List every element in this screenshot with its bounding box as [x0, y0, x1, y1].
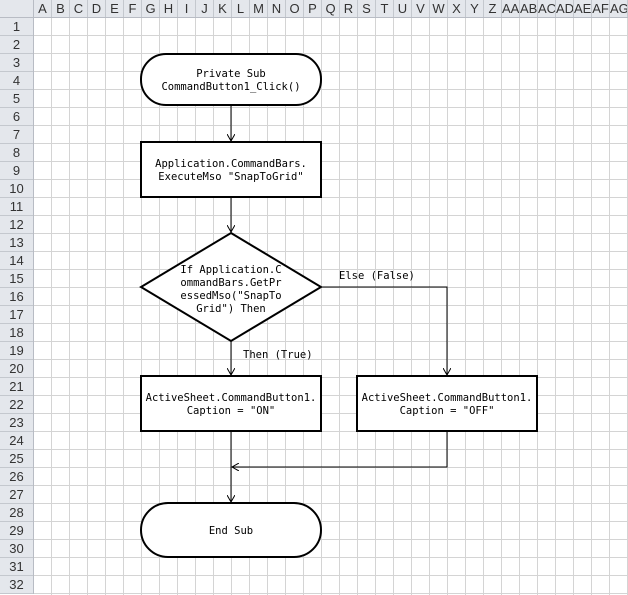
column-header[interactable]: H: [160, 0, 178, 17]
row-header[interactable]: 9: [0, 162, 33, 180]
row-header[interactable]: 2: [0, 36, 33, 54]
row-header[interactable]: 17: [0, 306, 33, 324]
column-header[interactable]: AD: [556, 0, 574, 17]
step1-text: ExecuteMso "SnapToGrid": [158, 171, 303, 183]
row-header[interactable]: 27: [0, 486, 33, 504]
column-header[interactable]: AE: [574, 0, 592, 17]
row-header[interactable]: 22: [0, 396, 33, 414]
then-label: Then (True): [243, 349, 313, 361]
column-header[interactable]: C: [70, 0, 88, 17]
column-header[interactable]: F: [124, 0, 142, 17]
row-header[interactable]: 10: [0, 180, 33, 198]
column-header[interactable]: M: [250, 0, 268, 17]
column-header[interactable]: S: [358, 0, 376, 17]
process-box-off[interactable]: [356, 375, 538, 432]
column-header[interactable]: T: [376, 0, 394, 17]
column-header[interactable]: O: [286, 0, 304, 17]
row-header[interactable]: 26: [0, 468, 33, 486]
connector-arrow[interactable]: [321, 286, 447, 375]
row-header[interactable]: 25: [0, 450, 33, 468]
then-box-text: ActiveSheet.CommandButton1.: [146, 392, 317, 404]
row-header[interactable]: 30: [0, 540, 33, 558]
column-header[interactable]: W: [430, 0, 448, 17]
column-header[interactable]: A: [34, 0, 52, 17]
column-header[interactable]: G: [142, 0, 160, 17]
else-box-text: ActiveSheet.CommandButton1.: [362, 392, 533, 404]
row-header[interactable]: 18: [0, 324, 33, 342]
row-header[interactable]: 15: [0, 270, 33, 288]
column-header[interactable]: D: [88, 0, 106, 17]
then-box-text: Caption = "ON": [187, 405, 276, 417]
end-text: End Sub: [209, 525, 253, 537]
column-header[interactable]: AB: [520, 0, 538, 17]
column-header[interactable]: R: [340, 0, 358, 17]
row-header[interactable]: 6: [0, 108, 33, 126]
column-header[interactable]: K: [214, 0, 232, 17]
row-header[interactable]: 23: [0, 414, 33, 432]
process-box-execute[interactable]: [140, 141, 322, 198]
row-header[interactable]: 28: [0, 504, 33, 522]
row-header[interactable]: 32: [0, 576, 33, 594]
step1-text: Application.CommandBars.: [155, 158, 307, 170]
decision-text: ommandBars.GetPr: [180, 277, 281, 289]
select-all-corner[interactable]: [0, 0, 34, 18]
row-header[interactable]: 21: [0, 378, 33, 396]
column-header[interactable]: N: [268, 0, 286, 17]
column-header[interactable]: Z: [484, 0, 502, 17]
row-header[interactable]: 20: [0, 360, 33, 378]
column-header[interactable]: J: [196, 0, 214, 17]
column-header[interactable]: Y: [466, 0, 484, 17]
decision-text: Grid") Then: [196, 303, 266, 315]
column-header[interactable]: X: [448, 0, 466, 17]
cell-grid[interactable]: [34, 18, 628, 595]
connector-arrow[interactable]: [232, 431, 448, 467]
column-header[interactable]: AA: [502, 0, 520, 17]
row-header[interactable]: 14: [0, 252, 33, 270]
row-header[interactable]: 19: [0, 342, 33, 360]
row-header[interactable]: 5: [0, 90, 33, 108]
else-box-text: Caption = "OFF": [400, 405, 495, 417]
column-header[interactable]: AC: [538, 0, 556, 17]
column-header[interactable]: L: [232, 0, 250, 17]
row-header[interactable]: 11: [0, 198, 33, 216]
end-terminator[interactable]: [140, 502, 322, 558]
column-header[interactable]: Q: [322, 0, 340, 17]
column-header[interactable]: I: [178, 0, 196, 17]
column-header[interactable]: E: [106, 0, 124, 17]
row-header[interactable]: 8: [0, 144, 33, 162]
column-header[interactable]: V: [412, 0, 430, 17]
else-label: Else (False): [339, 270, 415, 282]
row-header[interactable]: 31: [0, 558, 33, 576]
column-header[interactable]: B: [52, 0, 70, 17]
row-header[interactable]: 29: [0, 522, 33, 540]
row-header[interactable]: 7: [0, 126, 33, 144]
row-header[interactable]: 16: [0, 288, 33, 306]
column-header[interactable]: P: [304, 0, 322, 17]
row-header[interactable]: 4: [0, 72, 33, 90]
start-text: Private Sub: [196, 68, 266, 80]
decision-text: If Application.C: [180, 264, 281, 276]
decision-text: essedMso("SnapTo: [180, 290, 281, 302]
row-header[interactable]: 1: [0, 18, 33, 36]
start-text: CommandButton1_Click(): [161, 81, 300, 93]
column-header[interactable]: U: [394, 0, 412, 17]
column-header[interactable]: AF: [592, 0, 610, 17]
row-header[interactable]: 3: [0, 54, 33, 72]
row-header[interactable]: 13: [0, 234, 33, 252]
row-header[interactable]: 24: [0, 432, 33, 450]
row-header[interactable]: 12: [0, 216, 33, 234]
